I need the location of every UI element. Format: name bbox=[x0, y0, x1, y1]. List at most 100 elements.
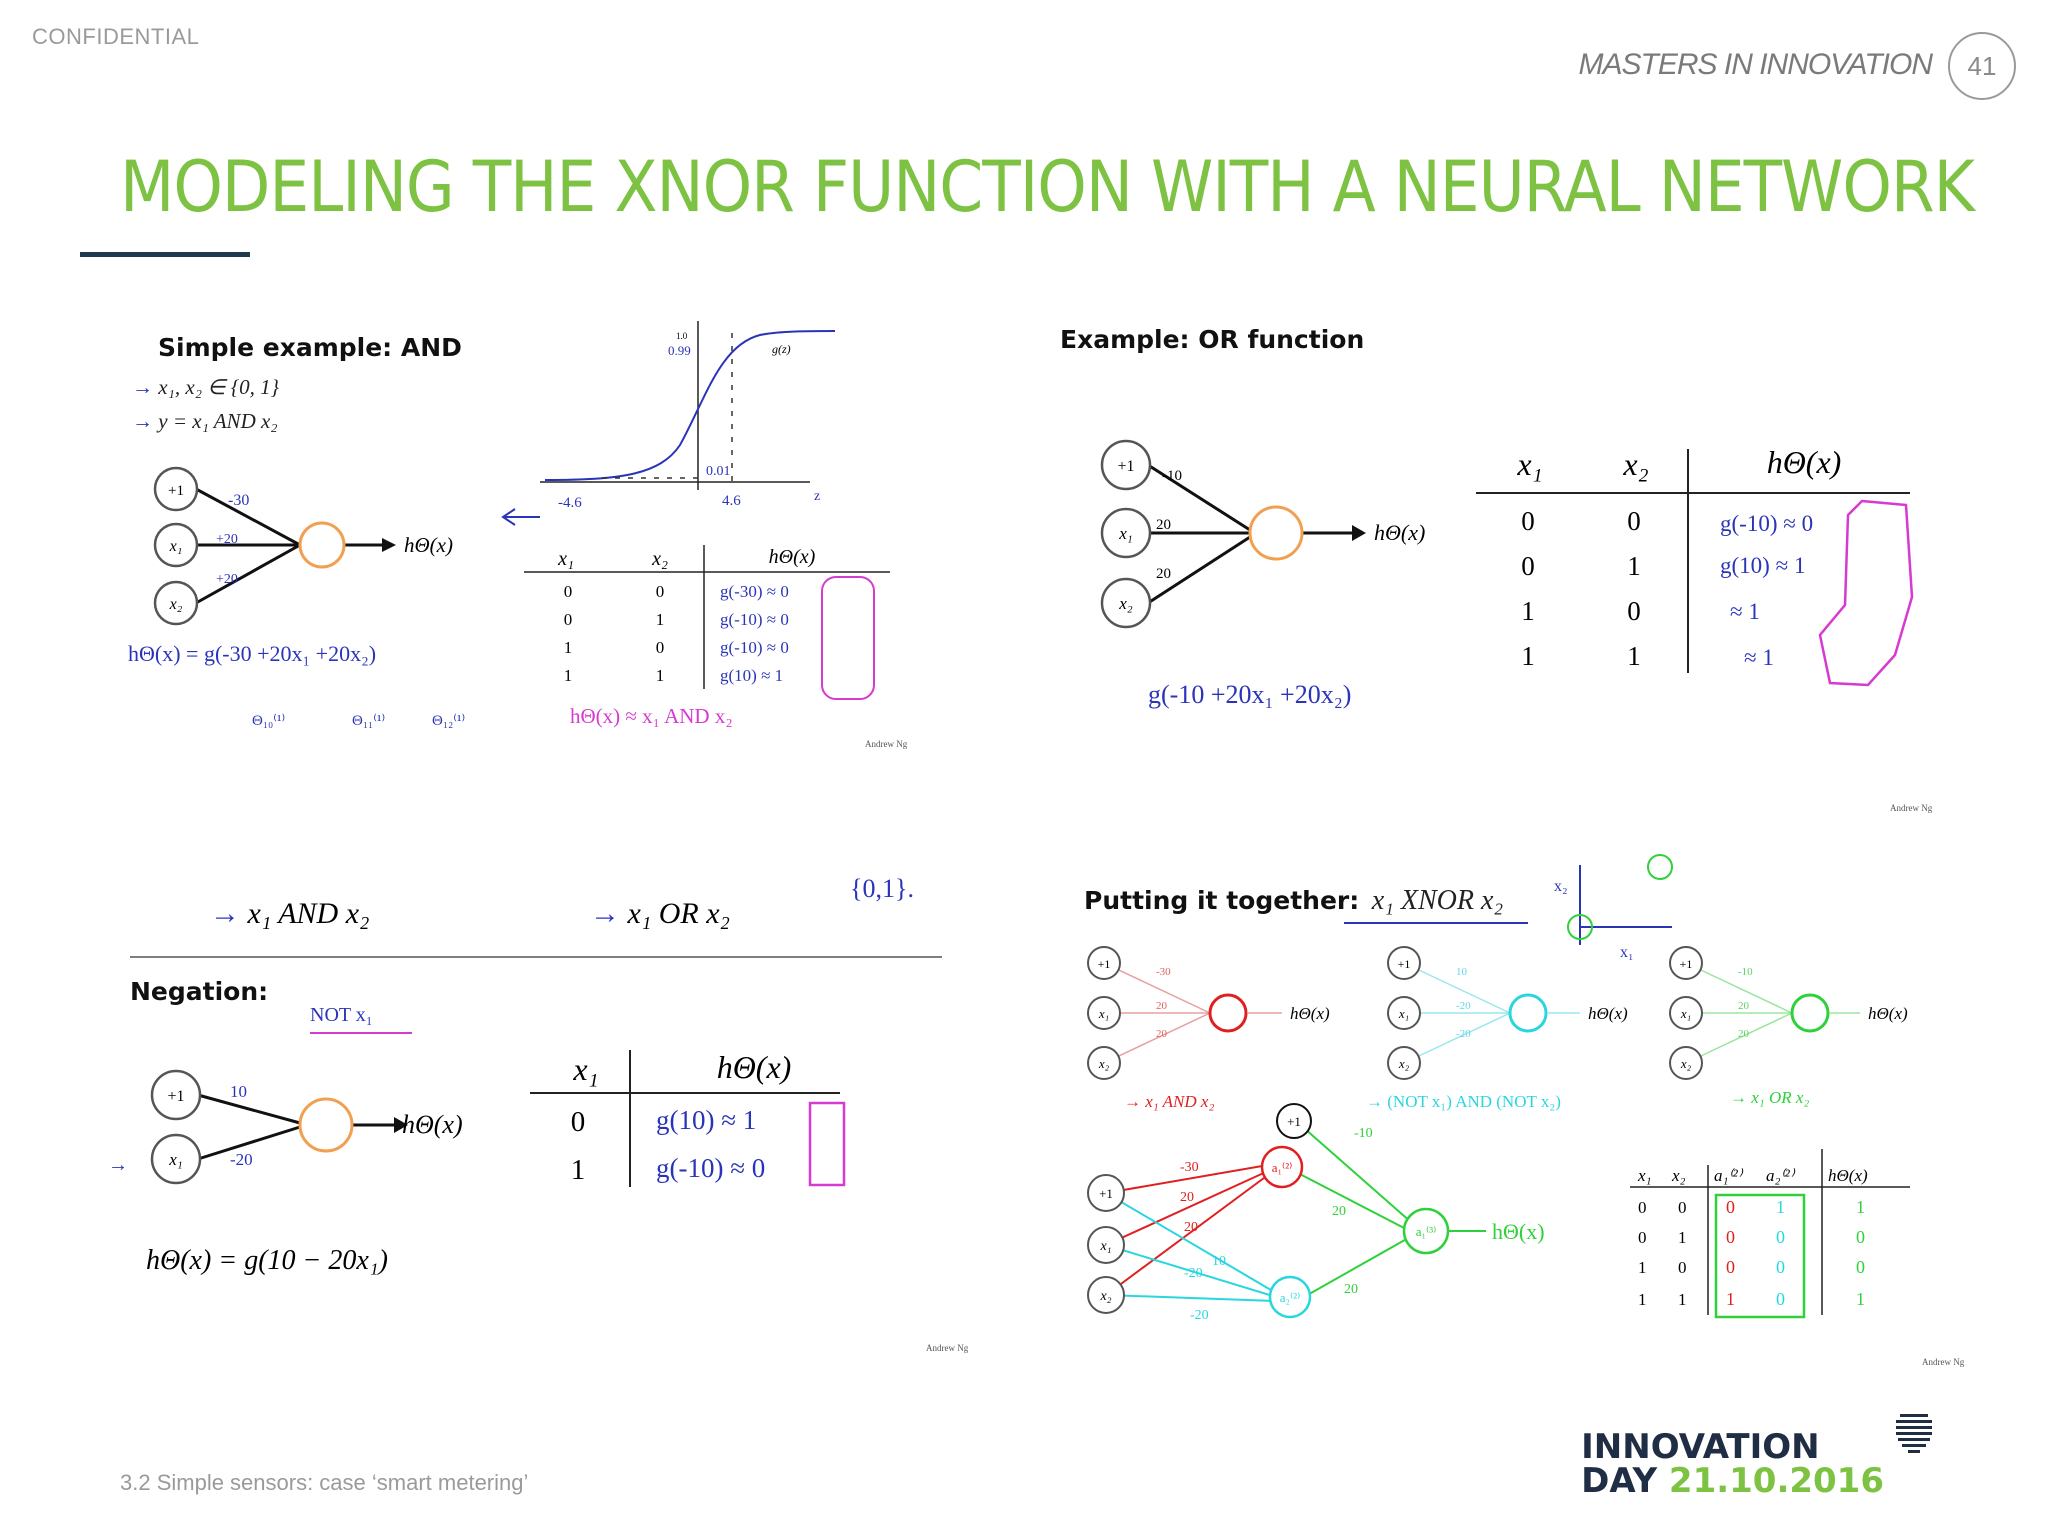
xnor-cell-a2: 0 bbox=[1776, 1227, 1785, 1247]
or-result-highlight bbox=[1818, 499, 1914, 687]
combined-green-w: 20 bbox=[1332, 1204, 1346, 1219]
not-node-bias bbox=[150, 1069, 202, 1121]
panel-or: Example: OR function +1 x₁ x₂ -10 20 20 … bbox=[1040, 305, 1970, 825]
and-output-label: hΘ(x) bbox=[404, 533, 453, 557]
not-weight-x1: -20 bbox=[230, 1150, 253, 1169]
xnor-hidden-highlight bbox=[1714, 1193, 1806, 1319]
brand-label: MASTERS IN INNOVATION bbox=[1578, 48, 1933, 81]
sigmoid-tick-neg: -4.6 bbox=[558, 495, 582, 511]
and-cell-h: g(-10) ≈ 0 bbox=[720, 610, 789, 629]
panel-xnor: Putting it together: x₁ XNOR x₂ x₂ x₁ +1… bbox=[1060, 845, 1990, 1375]
not-cell-h: g(10) ≈ 1 bbox=[656, 1105, 756, 1135]
sigmoid-label: g(z) bbox=[772, 342, 791, 356]
not-output-label: hΘ(x) bbox=[402, 1110, 463, 1139]
net-and-edge bbox=[1103, 962, 1211, 1014]
or-cell: 0 bbox=[1521, 506, 1535, 536]
and-credit: Andrew Ng bbox=[865, 739, 908, 749]
or-credit: Andrew Ng bbox=[1890, 803, 1933, 813]
sigmoid-y-001: 0.01 bbox=[706, 464, 731, 479]
xnor-cell-a2: 1 bbox=[1776, 1197, 1785, 1217]
net-or-bias: +1 bbox=[1680, 957, 1693, 971]
and-cell: 0 bbox=[656, 582, 665, 601]
xnor-diagram: x₂ x₁ +1 x₁ x₂ -30 20 20 hΘ(x) → x₁ AND … bbox=[1087, 854, 1965, 1367]
or-edge-bias bbox=[1147, 463, 1251, 532]
net-and-w: -30 bbox=[1156, 966, 1171, 978]
xnor-cell-h: 1 bbox=[1856, 1197, 1865, 1217]
xnor-cell-h: 0 bbox=[1856, 1227, 1865, 1247]
and-result-highlight bbox=[821, 576, 875, 700]
or-edge-x2 bbox=[1147, 535, 1251, 605]
net-nor-x1: x₁ bbox=[1398, 1006, 1409, 1021]
sigmoid-curve bbox=[544, 330, 836, 481]
and-cell-h: g(-30) ≈ 0 bbox=[720, 582, 789, 601]
xnor-net-nor: +1 x₁ x₂ 10 -20 -20 hΘ(x) → (NOT x₁) AND… bbox=[1366, 946, 1628, 1111]
and-node-x1-label: x₁ bbox=[169, 538, 183, 555]
net-and-node-x2 bbox=[1087, 1046, 1121, 1080]
panel-and: Simple example: AND → x₁, x₂ ∈ {0, 1} → … bbox=[120, 305, 940, 755]
confidential-label: CONFIDENTIAL bbox=[32, 24, 200, 49]
xnor-th: x₁ bbox=[1637, 1166, 1651, 1185]
net-nor-w: -20 bbox=[1456, 1000, 1471, 1012]
combined-edge-green bbox=[1295, 1120, 1413, 1224]
net-nor-node-out bbox=[1508, 993, 1548, 1033]
not-formula: hΘ(x) = g(10 − 20x₁) bbox=[146, 1245, 388, 1276]
xnor-th: hΘ(x) bbox=[1828, 1166, 1868, 1185]
or-cell: 1 bbox=[1521, 641, 1535, 671]
innovation-day-logo: INNOVATION DAY 21.10.2016 bbox=[1581, 1430, 1884, 1498]
xnor-heading-bold: Putting it together: bbox=[1084, 886, 1360, 915]
xnor-cell: 1 bbox=[1678, 1290, 1687, 1309]
net-nor-bias: +1 bbox=[1398, 957, 1411, 971]
net-or-x1: x₁ bbox=[1680, 1006, 1691, 1021]
not-node-output bbox=[298, 1097, 354, 1153]
net-or-caption: → x₁ OR x₂ bbox=[1730, 1088, 1809, 1107]
net-or-out: hΘ(x) bbox=[1868, 1004, 1908, 1023]
xnor-cell: 1 bbox=[1678, 1228, 1687, 1247]
or-weight-x1: 20 bbox=[1156, 517, 1171, 533]
and-node-x2 bbox=[153, 580, 199, 626]
not-th-h: hΘ(x) bbox=[717, 1049, 792, 1085]
logo-line2: DAY 21.10.2016 bbox=[1581, 1461, 1884, 1501]
combined-edge-cyan bbox=[1105, 1244, 1277, 1298]
net-or-node-x2 bbox=[1669, 1046, 1703, 1080]
net-or-node-x1 bbox=[1669, 996, 1703, 1030]
net-and-x2: x₂ bbox=[1098, 1056, 1110, 1071]
net-or-node-out bbox=[1790, 993, 1830, 1033]
combined-node-a3 bbox=[1402, 1207, 1450, 1255]
combined-a3: a₁⁽³⁾ bbox=[1416, 1224, 1437, 1239]
sigmoid-y-1: 1.0 bbox=[676, 331, 688, 341]
combined-edge-green bbox=[1293, 1170, 1407, 1230]
combined-a1: a₁⁽²⁾ bbox=[1272, 1160, 1293, 1175]
or-formula: g(-10 +20x₁ +20x₂) bbox=[1148, 680, 1351, 709]
title-underline bbox=[80, 252, 250, 257]
xnor-net-and: +1 x₁ x₂ -30 20 20 hΘ(x) → x₁ AND x₂ bbox=[1087, 946, 1330, 1111]
footer-section: 3.2 Simple sensors: case ‘smart metering… bbox=[120, 1470, 529, 1495]
combined-out: hΘ(x) bbox=[1492, 1219, 1545, 1244]
xnor-th: x₂ bbox=[1671, 1166, 1686, 1185]
and-edge-bias bbox=[195, 487, 301, 547]
and-cell: 0 bbox=[564, 610, 573, 629]
combined-edge-cyan bbox=[1105, 1192, 1277, 1294]
xnor-axis-x-label: x₁ bbox=[1620, 944, 1634, 961]
combined-edge-red bbox=[1105, 1164, 1269, 1194]
and-cell: 0 bbox=[564, 582, 573, 601]
combined-edge-cyan bbox=[1105, 1294, 1277, 1302]
xnor-cell-h: 0 bbox=[1856, 1257, 1865, 1277]
or-node-output bbox=[1248, 505, 1304, 561]
and-weight-bias: -30 bbox=[228, 492, 249, 509]
or-cell: 1 bbox=[1627, 641, 1641, 671]
net-or-w: 20 bbox=[1738, 1028, 1750, 1040]
or-arrowhead bbox=[1352, 525, 1366, 541]
and-cell: 1 bbox=[656, 666, 665, 685]
net-nor-node-x1 bbox=[1387, 996, 1421, 1030]
xnor-cell-a1: 0 bbox=[1726, 1227, 1735, 1247]
net-and-w: 20 bbox=[1156, 1000, 1168, 1012]
and-cell-h: g(10) ≈ 1 bbox=[720, 666, 783, 685]
innovation-day-logo-icon bbox=[1896, 1414, 1932, 1453]
combined-red-w: -30 bbox=[1180, 1160, 1199, 1175]
not-weight-bias: 10 bbox=[230, 1082, 247, 1101]
net-nor-node-bias bbox=[1387, 946, 1421, 980]
combined-green-w: -10 bbox=[1354, 1126, 1373, 1141]
combined-green-w: 20 bbox=[1344, 1282, 1358, 1297]
logo-line1: INNOVATION bbox=[1581, 1427, 1820, 1467]
not-result-highlight bbox=[808, 1101, 846, 1187]
